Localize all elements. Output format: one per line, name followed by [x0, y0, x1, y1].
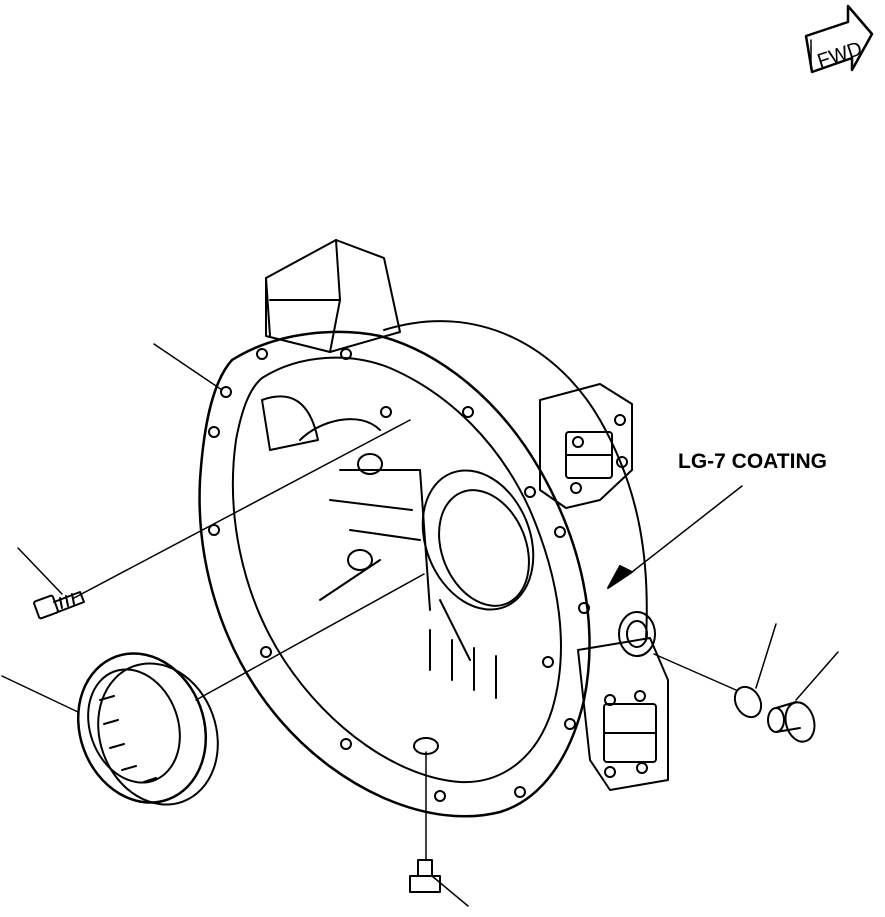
housing-bolt-icon — [33, 591, 85, 620]
flywheel-housing — [198, 239, 669, 818]
plug-icon — [767, 701, 816, 743]
leader-arrowhead-icon — [607, 565, 633, 589]
o-ring-icon — [733, 685, 763, 719]
drain-bolt-icon — [409, 859, 441, 893]
fwd-arrow-icon: FWD — [804, 4, 874, 74]
lg7-coating-label: LG-7 COATING — [678, 450, 827, 473]
flange-bolt-holes — [208, 348, 590, 802]
leader-lines — [1, 343, 839, 907]
oil-seal — [76, 652, 219, 806]
fwd-label: FWD — [815, 38, 865, 73]
